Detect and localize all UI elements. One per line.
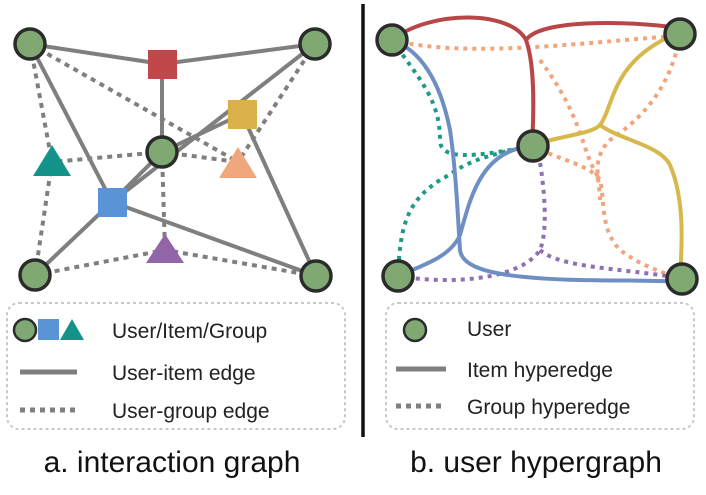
item-hyperedge-blue xyxy=(397,144,533,278)
user-node xyxy=(298,27,332,61)
legend-solid-label: Item hyperedge xyxy=(467,359,613,382)
user-hypergraph-panel: User Item hyperedge Group hyperedge b. u… xyxy=(375,15,699,479)
user-node xyxy=(375,23,409,57)
group-hyperedge-salmon xyxy=(595,35,682,201)
user-group-edge xyxy=(33,161,54,276)
group-node-salmon-triangle xyxy=(219,147,257,178)
user-node xyxy=(516,129,550,163)
interaction-graph-panel: User/Item/Group User-item edge User-grou… xyxy=(6,27,346,479)
caption-a: a. interaction graph xyxy=(44,446,301,479)
group-node-purple-triangle xyxy=(146,234,184,263)
item-hyperedge-red xyxy=(390,15,536,147)
user-group-edge xyxy=(236,42,317,164)
user-node xyxy=(665,262,699,296)
item-hyperedge-blue xyxy=(391,38,681,284)
group-node-teal-triangle xyxy=(33,145,71,176)
group-hyperedge-purple xyxy=(397,149,547,283)
user-item-edge xyxy=(161,42,316,66)
item-node-red-square xyxy=(148,50,177,79)
legend-user-label: User xyxy=(467,318,511,341)
group-hyperedge-salmon xyxy=(538,58,602,182)
user-group-edge xyxy=(160,151,167,251)
item-hyperedge-yellow xyxy=(598,123,684,279)
user-group-edge xyxy=(34,248,166,277)
user-node xyxy=(299,259,333,293)
item-node-yellow-square xyxy=(228,100,257,129)
legend-user-circle xyxy=(12,317,38,343)
user-node xyxy=(381,259,415,293)
user-item-edge xyxy=(110,42,317,204)
user-node xyxy=(663,17,697,51)
legend-dotted-label: Group hyperedge xyxy=(467,396,630,419)
legend-solid-label: User-item edge xyxy=(112,362,256,385)
legend-a: User/Item/Group User-item edge User-grou… xyxy=(6,302,346,430)
legend-a-box xyxy=(6,302,346,430)
item-hyperedge-yellow xyxy=(531,30,681,148)
legend-user-circle xyxy=(402,317,428,343)
user-node xyxy=(145,135,179,169)
user-node xyxy=(13,27,47,61)
group-hyperedge-teal xyxy=(390,38,533,158)
legend-item-square xyxy=(38,319,59,340)
user-item-edges xyxy=(28,42,318,278)
legend-dotted-label: User-group edge xyxy=(112,400,270,423)
item-hyperedge-red xyxy=(524,21,681,42)
user-item-edge xyxy=(240,113,318,277)
legend-b: User Item hyperedge Group hyperedge xyxy=(385,302,695,430)
legend-nodes-label: User/Item/Group xyxy=(112,320,267,343)
group-hyperedge-salmon xyxy=(391,34,681,51)
user-item-edge xyxy=(28,43,114,203)
legend-group-triangle xyxy=(60,319,84,340)
group-hyperedge-purple xyxy=(538,248,681,280)
group-hyperedge-salmon xyxy=(531,144,681,280)
user-node xyxy=(18,258,52,292)
item-node-blue-square xyxy=(98,188,127,217)
caption-b: b. user hypergraph xyxy=(410,446,662,479)
user-group-edge xyxy=(28,43,54,163)
legend-b-box xyxy=(385,302,695,430)
user-group-edge xyxy=(51,150,163,164)
user-item-edge xyxy=(111,200,317,278)
user-group-edge xyxy=(164,248,317,278)
user-item-edge xyxy=(29,42,163,66)
